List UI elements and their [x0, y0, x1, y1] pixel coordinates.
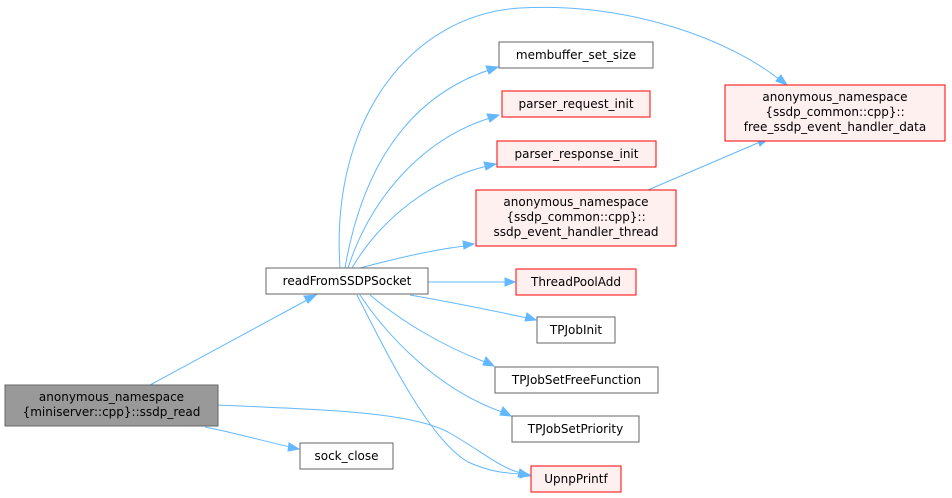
- node-tpjobsetpriority-label: TPJobSetPriority: [527, 422, 623, 436]
- edge-ssdp-read-to-readfromssdpsocket: [149, 294, 318, 386]
- edge-readfromssdpsocket-to-threadpooladd: [428, 277, 517, 287]
- node-parser-response-init-label: parser_response_init: [515, 147, 639, 161]
- node-parser-request-init-label: parser_request_init: [518, 97, 633, 111]
- node-threadpooladd[interactable]: ThreadPoolAdd: [515, 268, 637, 296]
- edge-readfromssdpsocket-to-free-ssdp-event-handler-data: [338, 6, 789, 269]
- edge-readfromssdpsocket-to-tpjobsetfreefunction: [369, 294, 496, 367]
- edge-ssdp-event-handler-thread-to-free-ssdp-event-handler-data: [647, 137, 771, 191]
- node-ssdp-read-line2: {miniserver::cpp}::ssdp_read: [23, 405, 201, 419]
- node-sock-close-label: sock_close: [314, 449, 378, 463]
- edge-readfromssdpsocket-to-parser-request-init: [347, 113, 501, 269]
- node-free-ssdp-event-handler-data-line3: free_ssdp_event_handler_data: [744, 120, 926, 134]
- node-parser-response-init[interactable]: parser_response_init: [496, 140, 657, 168]
- node-ssdp-event-handler-thread-line3: ssdp_event_handler_thread: [493, 225, 658, 239]
- node-sock-close[interactable]: sock_close: [299, 442, 394, 470]
- node-readfromssdpsocket[interactable]: readFromSSDPSocket: [265, 267, 429, 295]
- edge-readfromssdpsocket-to-parser-response-init: [351, 161, 498, 269]
- node-membuffer-set-size-label: membuffer_set_size: [516, 48, 636, 62]
- node-tpjobinit[interactable]: TPJobInit: [536, 316, 616, 344]
- node-free-ssdp-event-handler-data-line2: {ssdp_common::cpp}::: [765, 105, 904, 119]
- node-parser-request-init[interactable]: parser_request_init: [501, 90, 651, 118]
- node-threadpooladd-label: ThreadPoolAdd: [530, 275, 621, 289]
- edge-ssdp-read-to-sock-close: [204, 426, 301, 452]
- node-upnpprintf-label: UpnpPrintf: [544, 472, 608, 486]
- node-tpjobsetfreefunction-label: TPJobSetFreeFunction: [511, 373, 641, 387]
- node-tpjobsetpriority[interactable]: TPJobSetPriority: [511, 415, 640, 443]
- node-tpjobinit-label: TPJobInit: [549, 323, 603, 337]
- node-free-ssdp-event-handler-data[interactable]: anonymous_namespace {ssdp_common::cpp}::…: [724, 84, 946, 142]
- edge-readfromssdpsocket-to-tpjobinit: [409, 294, 538, 322]
- node-readfromssdpsocket-label: readFromSSDPSocket: [283, 274, 412, 288]
- call-edges: [149, 6, 789, 479]
- node-ssdp-event-handler-thread[interactable]: anonymous_namespace {ssdp_common::cpp}::…: [475, 189, 677, 247]
- edge-readfromssdpsocket-to-ssdp-event-handler-thread: [359, 240, 476, 269]
- node-ssdp-event-handler-thread-line1: anonymous_namespace: [503, 195, 648, 209]
- node-ssdp-read-line1: anonymous_namespace: [39, 390, 184, 404]
- node-membuffer-set-size[interactable]: membuffer_set_size: [498, 41, 654, 69]
- node-ssdp-event-handler-thread-line2: {ssdp_common::cpp}::: [506, 210, 645, 224]
- node-free-ssdp-event-handler-data-line1: anonymous_namespace: [762, 90, 907, 104]
- edge-readfromssdpsocket-to-tpjobsetpriority: [359, 294, 513, 417]
- node-upnpprintf[interactable]: UpnpPrintf: [530, 465, 622, 493]
- edge-readfromssdpsocket-to-upnpprintf: [356, 294, 532, 479]
- node-tpjobsetfreefunction[interactable]: TPJobSetFreeFunction: [494, 366, 659, 394]
- node-ssdp-read[interactable]: anonymous_namespace {miniserver::cpp}::s…: [4, 384, 219, 427]
- edge-readfromssdpsocket-to-membuffer-set-size: [344, 65, 500, 269]
